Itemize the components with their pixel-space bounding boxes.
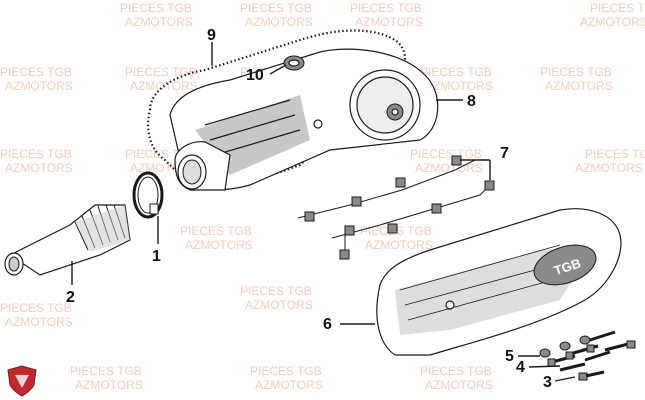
svg-text:PIECES TGB: PIECES TGB [585, 147, 645, 161]
callout-labels: 1 2 3 4 5 6 7 8 9 10 [66, 27, 552, 391]
callout-10: 10 [246, 67, 264, 84]
svg-text:PIECES TGB: PIECES TGB [0, 147, 72, 161]
svg-text:PIECES TGB: PIECES TGB [410, 147, 482, 161]
svg-text:PIECES TGB: PIECES TGB [125, 65, 197, 79]
svg-text:PIECES TGB: PIECES TGB [0, 301, 72, 315]
callout-2: 2 [66, 289, 75, 306]
svg-text:PIECES TGB: PIECES TGB [180, 224, 252, 238]
watermark: PIECES TGB AZMOTORS [0, 65, 73, 93]
intake-bellows [4, 204, 131, 276]
svg-text:AZMOTORS: AZMOTORS [125, 15, 193, 29]
watermark: PIECES TGB AZMOTORS [120, 1, 193, 29]
oil-seal [283, 55, 305, 71]
callout-1: 1 [152, 248, 161, 265]
clamp-ring [132, 171, 164, 219]
fastener-set [539, 330, 636, 381]
crankcase-cover [169, 48, 439, 191]
clip-set [297, 155, 495, 260]
svg-text:AZMOTORS: AZMOTORS [425, 378, 493, 392]
svg-text:AZMOTORS: AZMOTORS [355, 15, 423, 29]
svg-text:PIECES TGB: PIECES TGB [420, 364, 492, 378]
watermark: PIECES TGB AZMOTORS [0, 301, 73, 329]
callout-5: 5 [505, 348, 514, 365]
svg-text:PIECES TGB: PIECES TGB [420, 65, 492, 79]
watermark: PIECES TGB AZMOTORS [540, 65, 613, 93]
svg-text:AZMOTORS: AZMOTORS [575, 161, 643, 175]
svg-text:PIECES TGB: PIECES TGB [350, 1, 422, 15]
callout-6: 6 [323, 316, 332, 333]
svg-text:PIECES TGB: PIECES TGB [240, 284, 312, 298]
svg-text:AZMOTORS: AZMOTORS [415, 161, 483, 175]
callout-8: 8 [467, 93, 476, 110]
svg-text:PIECES TGB: PIECES TGB [240, 1, 312, 15]
watermark: PIECES TGB AZMOTORS [420, 65, 493, 93]
svg-text:PIECES TGB: PIECES TGB [250, 364, 322, 378]
callout-9: 9 [207, 27, 216, 44]
svg-text:AZMOTORS: AZMOTORS [545, 79, 613, 93]
watermark: PIECES TGB AZMOTORS [575, 147, 645, 175]
gasket-part [147, 29, 407, 188]
svg-text:AZMOTORS: AZMOTORS [75, 378, 143, 392]
watermark: PIECES TGB AZMOTORS [420, 364, 493, 392]
callout-7: 7 [500, 145, 509, 162]
svg-text:AZMOTORS: AZMOTORS [255, 378, 323, 392]
svg-text:PIECES TGB: PIECES TGB [540, 65, 612, 79]
svg-text:AZMOTORS: AZMOTORS [5, 161, 73, 175]
watermark: PIECES TGB AZMOTORS [410, 147, 483, 175]
watermark: PIECES TGB AZMOTORS [240, 284, 313, 312]
svg-text:AZMOTORS: AZMOTORS [5, 79, 73, 93]
callout-4: 4 [516, 359, 525, 376]
leader-lines [71, 42, 576, 382]
svg-text:AZMOTORS: AZMOTORS [425, 79, 493, 93]
svg-text:PIECES TGB: PIECES TGB [120, 1, 192, 15]
svg-text:AZMOTORS: AZMOTORS [365, 238, 433, 252]
svg-text:PIECES TGB: PIECES TGB [0, 65, 72, 79]
outer-cover: TGB [376, 208, 622, 356]
shield-logo-icon [7, 365, 37, 397]
watermark: PIECES TGB AZMOTORS [250, 364, 323, 392]
watermark: PIECES TGB AZMOTORS [70, 364, 143, 392]
watermark: PIECES TGB AZMOTORS [0, 147, 73, 175]
watermark: PIECES TGB AZMOTORS [180, 224, 253, 252]
svg-text:AZMOTORS: AZMOTORS [245, 298, 313, 312]
svg-text:AZMOTORS: AZMOTORS [185, 238, 253, 252]
svg-text:PIECES TGB: PIECES TGB [70, 364, 142, 378]
watermark: PIECES TGB AZMOTORS [580, 1, 645, 29]
svg-text:AZMOTORS: AZMOTORS [580, 15, 645, 29]
svg-text:PIECES TGB: PIECES TGB [590, 1, 645, 15]
watermark: PIECES TGB AZMOTORS [350, 1, 423, 29]
svg-text:AZMOTORS: AZMOTORS [5, 315, 73, 329]
callout-3: 3 [543, 374, 552, 391]
watermark: PIECES TGB AZMOTORS [240, 1, 313, 29]
svg-text:AZMOTORS: AZMOTORS [245, 15, 313, 29]
